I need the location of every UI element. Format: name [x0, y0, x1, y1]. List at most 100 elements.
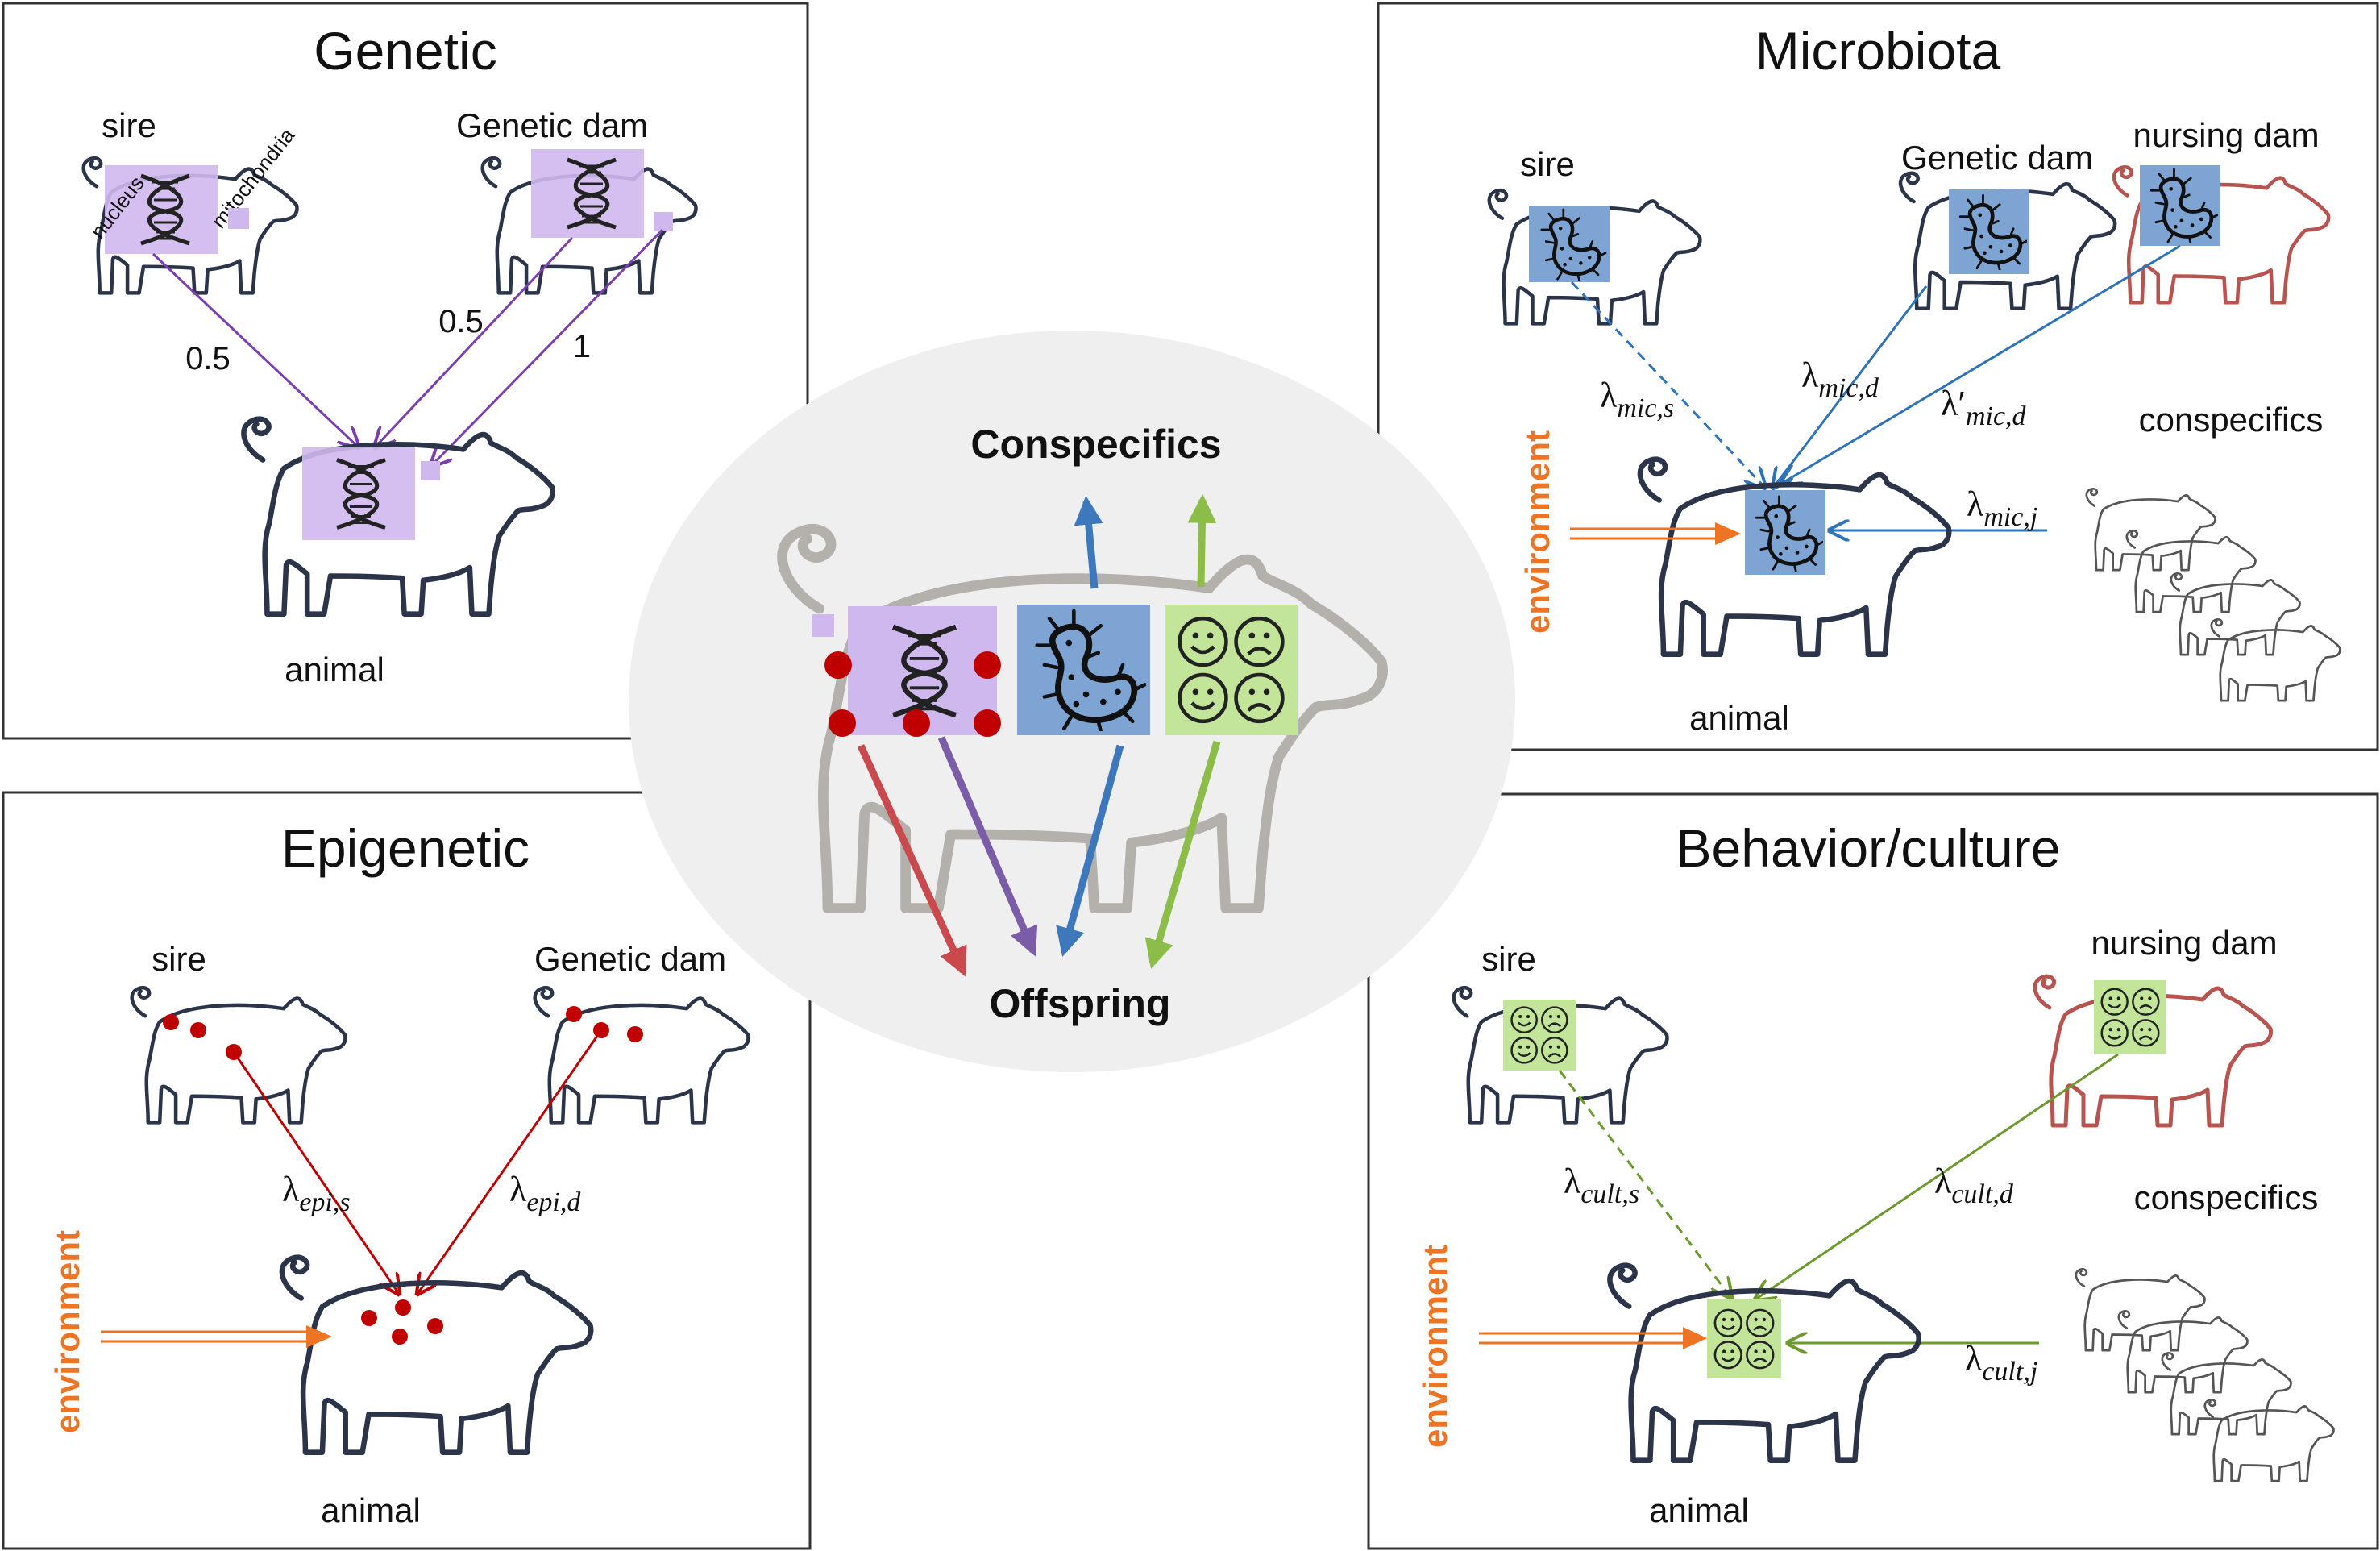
conspecifics-label: Conspecifics [970, 422, 1221, 467]
lambda-nursing-dam: λcult,d [1934, 1162, 2014, 1209]
epi-mark [427, 1318, 443, 1334]
sire-to-animal-arrow [232, 1051, 399, 1294]
lambda-symbol: λ [1934, 1162, 1952, 1201]
environment-label: environment [48, 1230, 86, 1433]
microbiota-to-offspring-arrow [1056, 744, 1124, 957]
epi-mark [566, 1006, 582, 1022]
lambda-symbol: λ [282, 1170, 300, 1209]
nursing-dam-label: nursing dam [2133, 116, 2319, 154]
epigenetic-to-offspring-arrow [857, 744, 967, 977]
center-summary: Conspecifics Offspring [629, 331, 1515, 1072]
sire-label: sire [152, 940, 206, 978]
sire-to-animal-arrow [152, 252, 359, 447]
lambda-sire: λmic,s [1600, 376, 1674, 423]
lambda-symbol: λ [509, 1170, 527, 1209]
sire-label: sire [1481, 940, 1536, 978]
genetic-to-offspring-arrow [937, 736, 1038, 957]
epi-mark [395, 1299, 411, 1316]
panel-title: Epigenetic [281, 818, 530, 878]
sire-label: sire [102, 106, 156, 144]
mito-to-animal-arrow [431, 228, 664, 466]
mitochondria-box [654, 212, 673, 231]
lambda-symbol: λ [1967, 484, 1984, 524]
sire-to-animal-arrow [1570, 281, 1765, 488]
panel-epigenetic: Epigenetic sire Genetic dam λepi,s λepi,… [2, 791, 812, 1550]
microbiota-to-conspecifics-arrow [1074, 495, 1103, 589]
weight-dam: 0.5 [438, 304, 484, 339]
panel-title: Genetic [314, 21, 496, 81]
mitochondria-box [812, 614, 834, 637]
epi-mark [824, 651, 852, 679]
mitochondria-box [228, 208, 249, 229]
lambda-subscript: mic,d [1966, 401, 2027, 431]
mitochondria-box [421, 461, 440, 480]
lambda-sire: λcult,s [1564, 1162, 1639, 1209]
genetic-dam-label: Genetic dam [1901, 139, 2093, 177]
nursing-to-animal-arrow [1755, 1053, 2119, 1299]
conspecifics-label: conspecifics [2139, 401, 2324, 439]
panel-genetic: Genetic sire Genetic dam nucleus mitocho… [2, 2, 809, 740]
lambda-symbol: λ [1600, 376, 1618, 415]
weight-mitochondria: 1 [573, 329, 591, 364]
lambda-subscript: epi,s [299, 1187, 350, 1217]
sire-epi-marks [163, 1014, 242, 1060]
dam-to-animal-arrow [1773, 285, 1928, 488]
animal-label: animal [1649, 1491, 1749, 1529]
lambda-dam: λmic,d [1801, 356, 1879, 403]
lambda-sire: λepi,s [282, 1170, 351, 1217]
lambda-symbol: λ [1801, 356, 1819, 395]
animal-label: animal [321, 1491, 421, 1529]
culture-box [1707, 1299, 1781, 1378]
genetic-dam-label: Genetic dam [534, 940, 726, 978]
epi-mark [627, 1026, 643, 1042]
epi-marks [824, 651, 1001, 737]
environment-label: environment [1518, 430, 1556, 634]
panel-frame [1367, 792, 2379, 1550]
lambda-subscript: cult,s [1580, 1179, 1639, 1209]
epi-mark [392, 1329, 408, 1345]
culture-to-conspecifics-arrow [1187, 493, 1217, 588]
animal-epi-marks [361, 1299, 443, 1345]
conspecifics-label: conspecifics [2134, 1179, 2319, 1216]
culture-box [1503, 1000, 1576, 1071]
animal-label: animal [285, 651, 384, 688]
epi-mark [903, 709, 930, 737]
nursing-dam-label: nursing dam [2091, 924, 2277, 962]
epi-mark [974, 709, 1001, 737]
lambda-subscript: mic,j [1983, 502, 2037, 532]
offspring-label: Offspring [990, 981, 1171, 1026]
lambda-symbol: λ [1564, 1162, 1581, 1201]
weight-sire: 0.5 [185, 341, 231, 376]
panel-behavior-culture: Behavior/culture sire nursing dam λcult,… [1367, 792, 2379, 1550]
environment-label: environment [1416, 1245, 1454, 1448]
animal-label: animal [1689, 699, 1789, 737]
lambda-symbol: λ [1965, 1339, 1983, 1378]
panel-title: Behavior/culture [1676, 818, 2061, 878]
lambda-subscript: mic,d [1818, 373, 1879, 403]
lambda-subscript: cult,d [1951, 1179, 2013, 1209]
epi-mark [829, 709, 856, 737]
lambda-conspecifics: λmic,j [1967, 484, 2037, 532]
culture-to-offspring-arrow [1144, 740, 1221, 969]
dam-to-animal-arrow [375, 236, 574, 447]
environment-arrow-head [306, 1325, 332, 1348]
epi-mark [361, 1310, 377, 1326]
lambda-subscript: mic,s [1617, 393, 1674, 423]
lambda-nursing-dam: λ′mic,d [1941, 384, 2027, 431]
lambda-conspecifics: λcult,j [1965, 1339, 2037, 1387]
lambda-dam: λepi,d [509, 1170, 581, 1217]
panel-frame [2, 791, 812, 1550]
sire-label: sire [1520, 145, 1575, 183]
lambda-subscript: cult,j [1982, 1357, 2037, 1387]
environment-arrow-head [1715, 522, 1741, 545]
lambda-symbol: λ′ [1941, 384, 1966, 423]
epi-mark [974, 651, 1001, 679]
panel-title: Microbiota [1755, 21, 2001, 81]
culture-box [2094, 980, 2166, 1054]
genetic-dam-label: Genetic dam [456, 106, 648, 144]
nursing-to-animal-arrow [1781, 244, 2181, 484]
culture-box [1165, 605, 1298, 735]
dam-to-animal-arrow [417, 1029, 603, 1294]
epi-mark [163, 1014, 179, 1030]
